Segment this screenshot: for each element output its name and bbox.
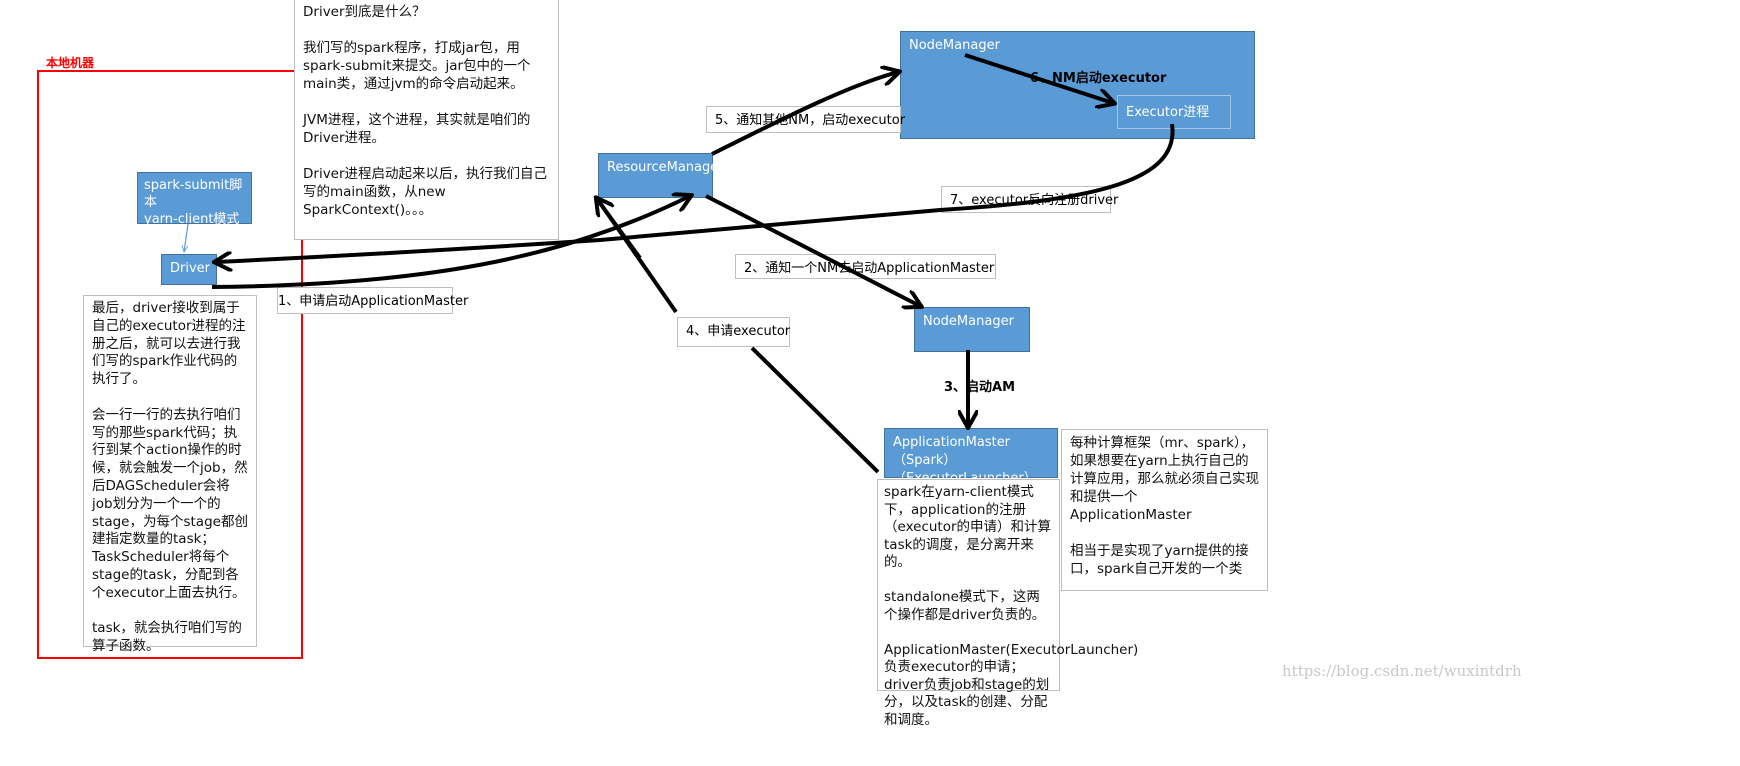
driver-label: Driver	[170, 261, 211, 276]
arrow-2	[705, 194, 920, 306]
spark-submit-line2: yarn-client模式	[144, 212, 240, 227]
driver-box: Driver	[161, 254, 217, 285]
driver-exec-note: 最后，driver接收到属于自己的executor进程的注册之后，就可以去进行我…	[83, 295, 257, 654]
driver-what-note: Driver到底是什么？ 我们写的spark程序，打成jar包，用spark-s…	[294, 0, 559, 240]
edge-2-label: 2、通知一个NM去启动ApplicationMaster	[735, 254, 996, 279]
edge-5-label: 5、通知其他NM，启动executor	[706, 106, 905, 133]
arrow-6	[964, 53, 1113, 103]
resource-manager-label: ResourceManager	[607, 160, 724, 175]
spark-submit-box: spark-submit脚本 yarn-client模式	[137, 172, 252, 227]
arrow-7	[216, 123, 1175, 262]
watermark: https://blog.csdn.net/wuxintdrh	[1282, 662, 1522, 680]
resource-manager-box: ResourceManager	[598, 153, 724, 198]
edge-6-label: 6、NM启动executor	[1030, 71, 1167, 86]
framework-note: 每种计算框架（mr、spark），如果想要在yarn上执行自己的计算应用，那么就…	[1061, 429, 1268, 591]
node-manager-mid-label: NodeManager	[923, 314, 1014, 329]
arrow-4	[596, 198, 880, 474]
node-manager-mid-box: NodeManager	[914, 307, 1030, 352]
spark-submit-line1: spark-submit脚本	[144, 178, 243, 210]
edge-3-label: 3、启动AM	[944, 380, 1016, 395]
local-machine-frame	[37, 70, 303, 659]
local-machine-label: 本地机器	[46, 56, 95, 70]
app-master-line1: ApplicationMaster（Spark）	[893, 435, 1011, 468]
arrow-5	[711, 72, 898, 156]
node-manager-top-label: NodeManager	[909, 38, 1000, 53]
submit-to-driver-arrow	[184, 223, 189, 252]
edge-1-label: 1、申请启动ApplicationMaster	[277, 287, 468, 314]
edge-4-label: 4、申请executor	[677, 317, 790, 347]
executor-label: Executor进程	[1126, 105, 1210, 120]
arrow-1	[211, 196, 690, 289]
